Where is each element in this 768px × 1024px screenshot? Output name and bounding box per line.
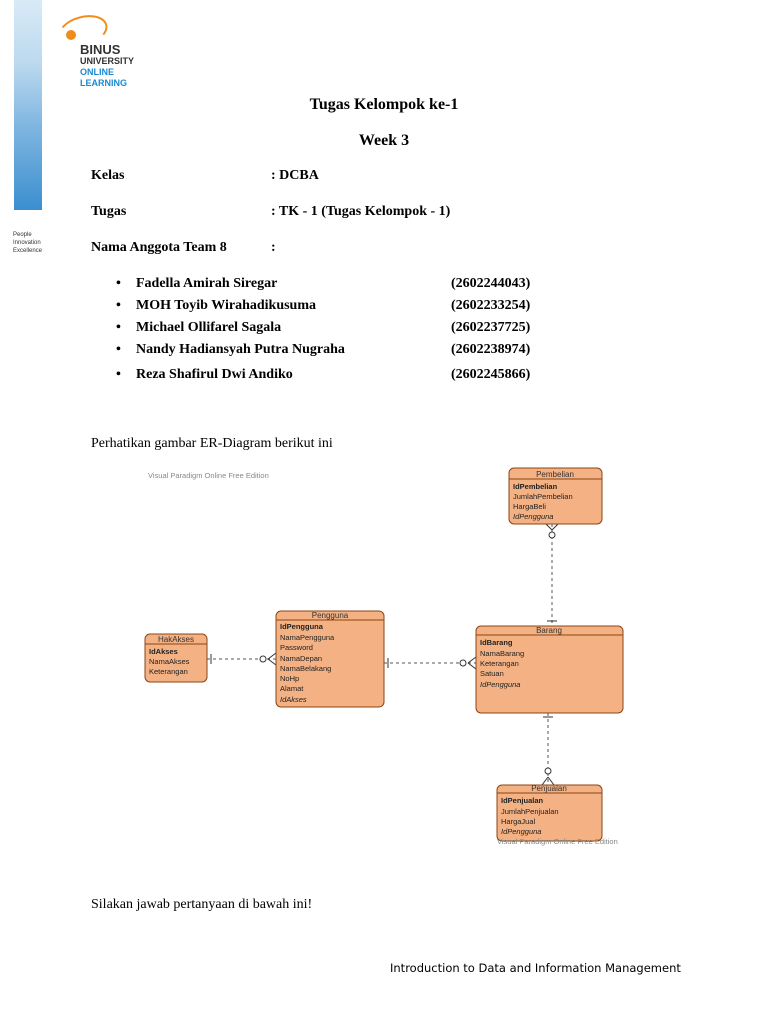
entity-attr: Satuan [480,669,504,678]
bullet-icon: • [116,298,121,313]
crowfoot-icon [267,658,277,666]
entity-attr: NoHp [280,674,299,683]
member-nim: (2602233254) [451,298,531,313]
zero-marker-icon [459,659,467,667]
entity-name: Pengguna [312,611,349,620]
crowfoot-icon [547,776,555,786]
entity-attr: NamaDepan [280,654,322,663]
entity-fk: IdAkses [280,695,307,704]
entity-attr: NamaAkses [149,657,190,666]
entity-pk: IdAkses [149,647,178,656]
member-name: MOH Toyib Wirahadikusuma [136,298,316,313]
entity-fk: IdPengguna [501,827,541,836]
logo-online: ONLINE [80,67,115,77]
entity-attr: NamaBarang [480,649,524,658]
crowfoot-icon [545,523,553,531]
member-nim: (2602244043) [451,276,531,291]
bullet-icon: • [116,367,121,382]
member-name: Michael Ollifarel Sagala [136,320,282,335]
bullet-icon: • [116,276,121,291]
entity-attr: HargaJual [501,817,536,826]
member-nim: (2602238974) [451,342,531,357]
kelas-label: Kelas [91,168,125,183]
crowfoot-icon [467,662,477,670]
intro-text: Perhatikan gambar ER-Diagram berikut ini [91,436,333,451]
member-name: Reza Shafirul Dwi Andiko [136,367,293,382]
entity-box [508,467,603,525]
entity-attr: Alamat [280,684,304,693]
team-separator: : [271,240,276,255]
logo-dot-icon [66,30,76,40]
page-footer: Introduction to Data and Information Man… [390,961,681,975]
entity-name: Penjualan [531,784,567,793]
page-title: Tugas Kelompok ke-1 [309,96,459,113]
tagline-line: Innovation [13,240,41,246]
closing-text: Silakan jawab pertanyaan di bawah ini! [91,897,313,912]
entity-attr: Password [280,643,313,652]
entity-attr: NamaBelakang [280,664,331,673]
entity-pengguna: Pengguna IdPengguna NamaPengguna Passwor… [275,610,385,708]
tagline-line: People [13,232,32,238]
member-name: Fadella Amirah Siregar [136,276,278,291]
member-nim: (2602245866) [451,367,531,382]
entity-name: HakAkses [158,635,194,644]
crowfoot-icon [551,523,559,531]
entity-attr: Keterangan [149,667,188,676]
diagram-watermark-top: Visual Paradigm Online Free Edition [148,471,269,480]
tugas-value: : TK - 1 (Tugas Kelompok - 1) [271,204,451,219]
logo-brand: BINUS [80,42,121,57]
entity-box [144,633,208,683]
member-name: Nandy Hadiansyah Putra Nugraha [136,342,345,357]
crowfoot-icon [541,776,549,786]
entity-attr: JumlahPenjualan [501,807,559,816]
entity-barang: Barang IdBarang NamaBarang Keterangan Sa… [475,625,624,714]
kelas-value: : DCBA [271,168,319,183]
entity-pk: IdPembelian [513,482,558,491]
logo-learning: LEARNING [80,78,127,88]
decorative-sidebar-band [14,0,42,210]
relationship-markers [210,523,559,786]
entity-box [475,625,624,714]
entity-box [496,784,603,842]
tugas-label: Tugas [91,204,127,219]
entity-attr: NamaPengguna [280,633,335,642]
member-nim: (2602237725) [451,320,531,335]
logo-university: UNIVERSITY [80,56,135,66]
entity-name: Barang [536,626,562,635]
entity-pk: IdPenjualan [501,796,544,805]
entity-attr: HargaBeli [513,502,546,511]
entity-pembelian: Pembelian IdPembelian JumlahPembelian Ha… [508,467,603,525]
tagline-line: Excellence [13,248,43,254]
week-title: Week 3 [358,132,410,149]
entity-pk: IdBarang [480,638,513,647]
zero-marker-icon [544,767,552,775]
diagram-watermark-bottom: Visual Paradigm Online Free Edition [497,837,618,846]
bullet-icon: • [116,342,121,357]
entity-name: Pembelian [536,470,574,479]
entity-penjualan: Penjualan IdPenjualan JumlahPenjualan Ha… [496,784,603,842]
entity-hakakses: HakAkses IdAkses NamaAkses Keterangan [144,633,208,683]
entity-attr: Keterangan [480,659,519,668]
zero-marker-icon [259,655,267,663]
entity-fk: IdPengguna [480,680,520,689]
zero-marker-icon [548,531,556,539]
logo-tagline: People Innovation Excellence [13,231,42,255]
crowfoot-icon [267,652,277,660]
entity-fk: IdPengguna [513,512,553,521]
bullet-icon: • [116,320,121,335]
entity-pk: IdPengguna [280,622,324,631]
entity-attr: JumlahPembelian [513,492,573,501]
team-label: Nama Anggota Team 8 [91,240,227,255]
crowfoot-icon [467,656,477,664]
entity-box [275,610,385,708]
